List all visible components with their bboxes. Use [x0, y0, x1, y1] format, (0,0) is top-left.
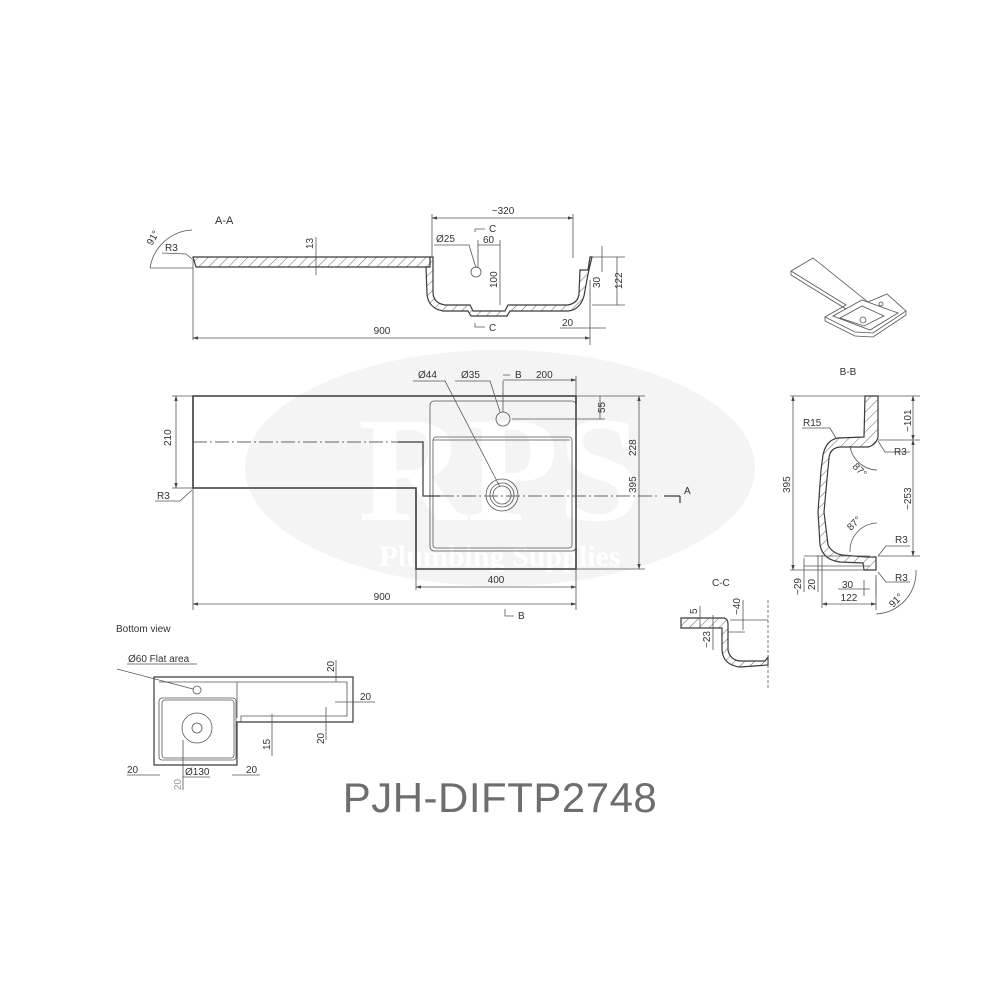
cc-drop: ~40: [732, 598, 743, 615]
bb-angle-1: 87°: [850, 461, 868, 479]
bb-bowl-depth: ~253: [903, 487, 914, 510]
cc-top: 5: [689, 608, 700, 614]
bb-top-height: ~101: [903, 409, 914, 432]
plan-waste-dia: Ø44: [418, 370, 437, 381]
section-bb: 395 ~101 ~253 R15 R3 87° 87° R3 R3 ~29 2…: [782, 395, 920, 615]
aa-c-bottom: C: [489, 323, 496, 334]
isometric-view: B-B: [790, 257, 907, 378]
aa-bowl-width: ~320: [492, 206, 515, 217]
section-cc: C-C 5 ~40 ~23: [680, 578, 769, 690]
bb-radius-1: R3: [894, 447, 907, 458]
bottom-dim-step: 15: [262, 738, 273, 750]
bb-overall: 395: [782, 476, 793, 493]
bottom-dim-waste: Ø130: [185, 767, 210, 778]
aa-radius: R3: [165, 243, 178, 254]
section-aa: A-A 900 13 91° R3 ~320 C C Ø25 60 100: [145, 206, 625, 345]
bottom-dim-top: 20: [326, 660, 337, 672]
plan-overall-length: 900: [374, 592, 391, 603]
plan-section-b-bottom: B: [518, 611, 525, 622]
aa-tap-offset: 60: [483, 235, 495, 246]
aa-c-top: C: [489, 224, 496, 235]
plan-section-a: A: [684, 486, 691, 497]
cc-lip: ~23: [702, 631, 713, 648]
aa-wall: 20: [562, 318, 574, 329]
product-code: PJH-DIFTP2748: [342, 774, 658, 821]
plan-worktop-depth: 210: [163, 429, 174, 446]
bb-radius-2: R3: [895, 535, 908, 546]
bottom-dim-inner: 20: [316, 732, 327, 744]
bottom-dim-vertical: 20: [173, 778, 184, 790]
bb-width: 122: [841, 593, 858, 604]
aa-thickness: 13: [305, 237, 316, 249]
aa-tap-depth: 100: [489, 271, 500, 288]
bb-wall: 30: [842, 580, 854, 591]
bb-lip-b: 20: [807, 578, 818, 590]
section-cc-label: C-C: [712, 578, 730, 589]
plan-bowl-centre: 228: [628, 439, 639, 456]
bb-radius-3: R3: [895, 573, 908, 584]
plan-tap-from-back: 55: [597, 401, 608, 413]
plan-radius: R3: [157, 491, 170, 502]
bottom-flat-area: Ø60 Flat area: [128, 654, 190, 665]
watermark-tagline: Plumbing Supplies: [380, 540, 621, 573]
plan-bowl-width: 400: [488, 575, 505, 586]
bb-angle-2: 87°: [845, 515, 863, 533]
bb-angle-3: 91°: [887, 592, 905, 610]
bb-lip-a: ~29: [793, 578, 804, 595]
plan-depth: 395: [628, 476, 639, 493]
watermark-logo: RPS: [358, 387, 641, 553]
bottom-dim-left: 20: [127, 765, 139, 776]
watermark: RPS Plumbing Supplies: [245, 350, 755, 586]
aa-rim: 30: [592, 276, 603, 288]
bottom-view: Bottom view Ø60 Flat area 20 20 20 15 20…: [116, 624, 375, 790]
bottom-dim-right: 20: [360, 692, 372, 703]
plan-tap-offset: 200: [536, 370, 553, 381]
bottom-dim-right-bottom: 20: [246, 765, 258, 776]
plan-view: A 210 R3 900 400 B Ø44 Ø35 B 200 55 228 …: [155, 370, 691, 622]
aa-depth: 122: [614, 272, 625, 289]
aa-length: 900: [374, 326, 391, 337]
aa-tap-dia: Ø25: [436, 234, 455, 245]
plan-tap-dia: Ø35: [461, 370, 480, 381]
section-aa-label: A-A: [215, 215, 234, 227]
isometric-label: B-B: [840, 367, 857, 378]
plan-section-b: B: [515, 370, 522, 381]
bottom-view-label: Bottom view: [116, 624, 171, 635]
bb-radius-top: R15: [803, 418, 822, 429]
aa-angle: 91°: [145, 229, 162, 248]
